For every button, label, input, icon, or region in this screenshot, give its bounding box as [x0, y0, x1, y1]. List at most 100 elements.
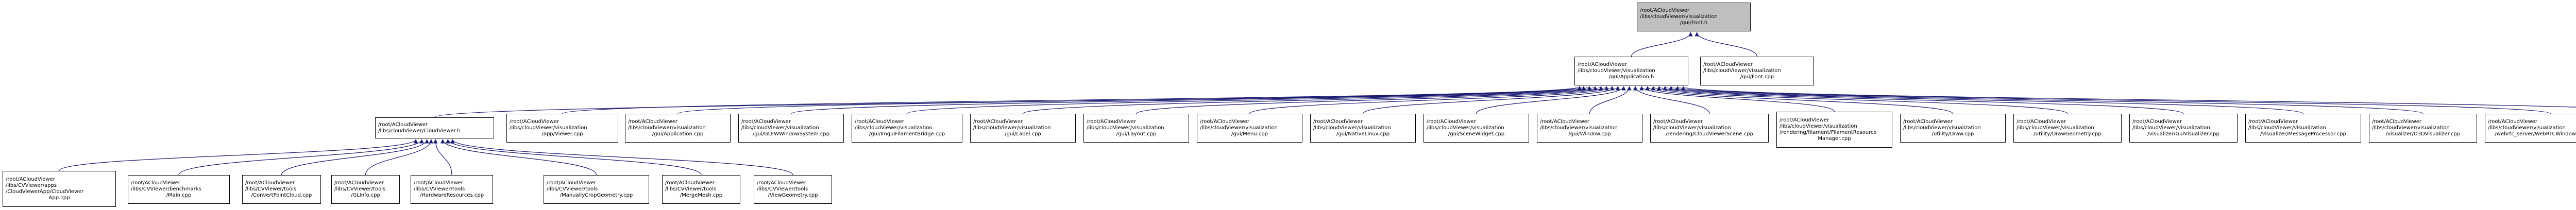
file-node[interactable]: /root/ACloudViewer/libs/CVViewer/tools/H… [411, 175, 493, 204]
file-path-line: /gui/ImguiFilamentBridge.cpp [869, 131, 945, 137]
include-edge [281, 139, 429, 176]
file-node[interactable]: /root/ACloudViewer/libs/cloudViewer/visu… [1197, 114, 1302, 143]
file-path-line: /libs/CVViewer/apps [6, 183, 57, 188]
include-edge [365, 139, 433, 176]
file-path-line: /gui/NativeLinux.cpp [1336, 131, 1389, 137]
include-edge [906, 86, 1598, 114]
file-path-line: /gui/Font.cpp [1740, 74, 1774, 80]
include-edge [1669, 86, 2424, 114]
file-path-line: /libs/cloudViewer/visualization [1540, 125, 1618, 131]
file-node[interactable]: /root/ACloudViewer/libs/cloudViewer/visu… [2245, 114, 2361, 143]
file-path-line: /HardwareResources.cpp [419, 192, 484, 198]
file-path-line: /root/ACloudViewer [334, 180, 384, 186]
include-edge [1651, 86, 2068, 114]
file-node[interactable]: /root/ACloudViewer/libs/cloudViewer/visu… [2013, 114, 2122, 143]
file-path-line: /libs/cloudViewer/visualization [1653, 125, 1731, 131]
file-path-line: /root/ACloudViewer [2016, 119, 2066, 125]
file-path-line: /gui/Menu.cpp [1231, 131, 1268, 137]
file-path-line: /libs/CVViewer/tools [665, 186, 717, 192]
file-node[interactable]: /root/ACloudViewer/libs/cloudViewer/Clou… [375, 117, 494, 138]
file-path-line: /root/ACloudViewer [510, 119, 560, 125]
include-edge [433, 139, 452, 176]
file-node[interactable]: /root/ACloudViewer/libs/cloudViewer/visu… [625, 114, 731, 143]
file-node[interactable]: /root/ACloudViewer/libs/CVViewer/benchma… [128, 175, 230, 204]
file-node[interactable]: /root/ACloudViewer/libs/cloudViewer/visu… [2129, 114, 2238, 143]
file-path-line: /libs/cloudViewer/visualization [1200, 125, 1278, 131]
file-path-line: /root/ACloudViewer [1653, 119, 1703, 125]
include-edge [1681, 86, 2576, 108]
file-path-line: /GLInfo.cpp [351, 192, 380, 198]
file-path-line: /root/ACloudViewer [1703, 62, 1753, 67]
file-path-line: /root/ACloudViewer [547, 180, 597, 186]
file-path-line: /libs/cloudViewer/visualization [855, 125, 933, 131]
file-node[interactable]: /root/ACloudViewer/libs/cloudViewer/visu… [1700, 57, 1814, 85]
file-node[interactable]: /root/ACloudViewer/libs/cloudViewer/visu… [2369, 114, 2477, 143]
file-node[interactable]: /root/ACloudViewer/libs/cloudViewer/visu… [1083, 114, 1189, 143]
file-path-line: /gui/GLFWWindowSystem.cpp [752, 131, 830, 137]
file-node[interactable]: /root/ACloudViewer/libs/CVViewer/tools/C… [242, 175, 321, 204]
file-path-line: /libs/cloudViewer/visualization [2488, 125, 2566, 131]
file-path-line: /root/ACloudViewer [1087, 119, 1137, 125]
file-path-line: /app/Viewer.cpp [541, 131, 583, 137]
file-path-line: /libs/cloudViewer/visualization [628, 125, 706, 131]
file-path-line: /root/ACloudViewer [741, 119, 791, 125]
file-path-line: /libs/cloudViewer/visualization [2248, 125, 2326, 131]
file-node[interactable]: /root/ACloudViewer/libs/cloudViewer/visu… [1776, 112, 1892, 148]
file-path-line: /libs/cloudViewer/visualization [1087, 125, 1164, 131]
file-node[interactable]: /root/ACloudViewer/libs/cloudViewer/visu… [1423, 114, 1529, 143]
file-path-line: /root/ACloudViewer [1640, 8, 1690, 13]
file-path-line: /CloudViewerApp/CloudViewer [6, 189, 84, 195]
file-path-line: /root/ACloudViewer [2132, 119, 2182, 125]
file-path-line: /root/ACloudViewer [855, 119, 905, 125]
file-node[interactable]: /root/ACloudViewer/libs/cloudViewer/visu… [852, 114, 962, 143]
file-node[interactable]: /root/ACloudViewer/libs/cloudViewer/visu… [506, 114, 618, 143]
file-path-line: /root/ACloudViewer [665, 180, 715, 186]
include-edge [677, 86, 1586, 114]
file-node[interactable]: /root/ACloudViewer/libs/cloudViewer/visu… [970, 114, 1076, 143]
file-node[interactable]: /root/ACloudViewer/libs/cloudViewer/visu… [1537, 114, 1642, 143]
file-path-line: /libs/cloudViewer/visualization [2016, 125, 2094, 131]
file-path-line: /Main.cpp [166, 192, 192, 198]
file-path-line: /visualizer/O3DVisualizer.cpp [2385, 131, 2461, 137]
file-path-line: /libs/cloudViewer/visualization [1427, 125, 1504, 131]
include-edge [1633, 86, 1710, 114]
include-edge [59, 139, 418, 171]
file-node[interactable]: /root/ACloudViewer/libs/cloudViewer/visu… [1574, 57, 1688, 85]
include-edge [1362, 86, 1620, 114]
file-path-line: /libs/cloudViewer/visualization [510, 125, 587, 131]
file-path-line: App.cpp [48, 195, 70, 201]
file-path-line: /libs/cloudViewer/visualization [973, 125, 1051, 131]
file-node[interactable]: /root/ACloudViewer/libs/CVViewer/tools/V… [754, 175, 832, 204]
file-path-line: /libs/cloudViewer/visualization [1780, 124, 1857, 129]
include-edge [1022, 86, 1603, 114]
file-path-line: /libs/CVViewer/tools [757, 186, 808, 192]
file-path-line: /gui/Font.h [1680, 20, 1708, 26]
file-path-line: /libs/CVViewer/tools [334, 186, 386, 192]
include-edge [1476, 86, 1626, 114]
include-edge [1631, 32, 1693, 57]
file-path-line: /ConvertPointCloud.cpp [251, 192, 312, 198]
file-node[interactable]: /root/ACloudViewer/libs/CVViewer/tools/M… [544, 175, 649, 204]
file-path-line: /webrtc_server/WebRTCWindowSystem.cpp [2495, 131, 2576, 137]
file-path-line: /ViewGeometry.cpp [768, 192, 818, 198]
root-file-node[interactable]: /root/ACloudViewer/libs/cloudViewer/visu… [1637, 3, 1751, 31]
file-path-line: /rendering/filament/FilamentResource [1780, 130, 1877, 135]
file-node[interactable]: /root/ACloudViewer/libs/cloudViewer/visu… [1900, 114, 2006, 143]
file-path-line: /root/ACloudViewer [1427, 119, 1477, 125]
file-path-line: /libs/CVViewer/benchmarks [131, 186, 201, 192]
file-node[interactable]: /root/ACloudViewer/libs/CVViewer/apps/Cl… [3, 171, 116, 207]
file-node[interactable]: /root/ACloudViewer/libs/CVViewer/tools/G… [331, 175, 400, 204]
file-node[interactable]: /root/ACloudViewer/libs/cloudViewer/visu… [738, 114, 844, 143]
file-path-line: /visualizer/GuiVisualizer.cpp [2147, 131, 2219, 137]
file-path-line: /libs/cloudViewer/visualization [741, 125, 819, 131]
file-path-line: /root/ACloudViewer [2372, 119, 2422, 125]
file-node[interactable]: /root/ACloudViewer/libs/cloudViewer/visu… [1650, 114, 1769, 143]
file-path-line: /libs/cloudViewer/visualization [1578, 68, 1655, 74]
file-path-line: /libs/CVViewer/tools [414, 186, 465, 192]
file-node[interactable]: /root/ACloudViewer/libs/cloudViewer/visu… [2485, 114, 2576, 143]
file-node[interactable]: /root/ACloudViewer/libs/CVViewer/tools/M… [662, 175, 740, 204]
file-node[interactable]: /root/ACloudViewer/libs/cloudViewer/visu… [1310, 114, 1416, 143]
include-edge [1249, 86, 1615, 114]
file-path-line: /libs/CVViewer/tools [547, 186, 598, 192]
include-edge [1645, 86, 1954, 114]
